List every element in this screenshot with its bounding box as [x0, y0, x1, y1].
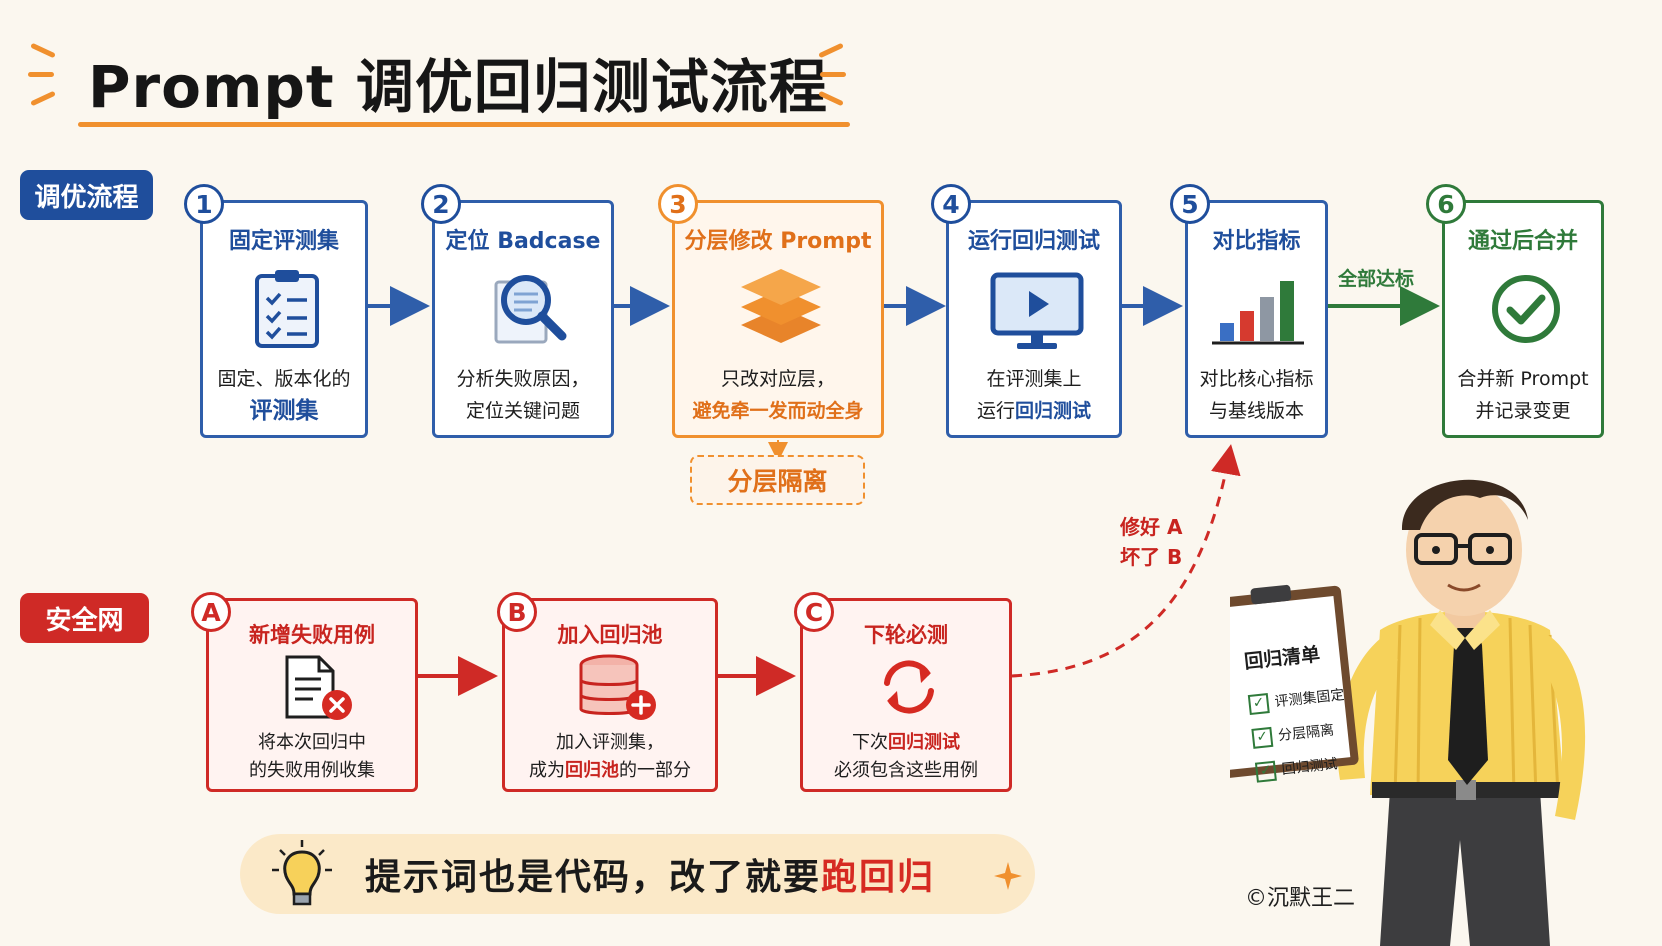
copyright-credit: ©沉默王二 — [1245, 886, 1356, 911]
lightbulb-icon — [272, 840, 332, 906]
step-desc-highlight: 评测集 — [249, 398, 319, 424]
step-card-3: 分层修改 Prompt 只改对应层， 避免牵一发而动全身 — [672, 200, 884, 438]
step-desc-line1: 在评测集上 — [986, 368, 1082, 390]
step-title: 对比指标 — [1212, 229, 1301, 254]
safety-step-title: 新增失败用例 — [249, 623, 375, 647]
step-title: 固定评测集 — [228, 229, 339, 254]
bar-chart-icon — [1212, 281, 1304, 345]
step-number-badge: 2 — [421, 184, 461, 224]
step-card-4: 运行回归测试 在评测集上 运行回归测试 — [946, 200, 1122, 438]
step-title: 通过后合并 — [1467, 229, 1578, 254]
step-title: 运行回归测试 — [967, 229, 1100, 254]
pass-label: 全部达标 — [1338, 268, 1415, 290]
layers-icon — [741, 269, 821, 343]
layer-isolation-box: 分层隔离 — [690, 455, 865, 505]
step-desc-highlight: 回归测试 — [1015, 400, 1092, 422]
step-number-badge: 1 — [184, 184, 224, 224]
safety-desc-post: 的一部分 — [619, 760, 691, 781]
developer-character-illustration — [1230, 479, 1586, 946]
safety-desc-line2: 的失败用例收集 — [249, 760, 375, 781]
database-add-icon — [579, 654, 656, 720]
step-desc-line1: 合并新 Prompt — [1457, 368, 1589, 390]
safety-card-b: 加入回归池 加入评测集， 成为回归池的一部分 — [502, 598, 718, 792]
fix-a-break-b-note: 修好 A 坏了 B — [1120, 512, 1182, 572]
tip-banner — [240, 834, 1035, 914]
step-desc-line1: 分析失败原因， — [456, 368, 590, 390]
monitor-play-icon — [990, 272, 1084, 349]
regression-checklist: 回归清单 ✓评测集固定 ✓分层隔离 ✓回归测试 — [1243, 637, 1353, 789]
safety-desc-highlight: 回归测试 — [888, 732, 960, 753]
safety-desc-pre: 成为 — [529, 760, 565, 781]
step-number-badge: 6 — [1426, 184, 1466, 224]
step-card-6: 通过后合并 合并新 Prompt 并记录变更 — [1442, 200, 1604, 438]
step-desc: 固定、版本化的 — [217, 368, 351, 390]
step-desc-line2: 并记录变更 — [1475, 400, 1571, 422]
magnifier-document-icon — [494, 275, 567, 344]
fix-note-line1: 修好 A — [1120, 515, 1183, 539]
safety-step-badge: C — [794, 592, 834, 632]
check-circle-icon — [1492, 275, 1560, 343]
step-desc-line1: 对比核心指标 — [1199, 368, 1314, 390]
check-box-icon: ✓ — [1247, 693, 1270, 716]
document-error-icon — [285, 655, 352, 720]
safety-step-badge: B — [497, 592, 537, 632]
step-desc-line2: 与基线版本 — [1208, 400, 1304, 422]
page-title: Prompt 调优回归测试流程 — [88, 53, 828, 121]
tip-text: 提示词也是代码，改了就要跑回归 — [365, 848, 935, 900]
check-box-icon: ✓ — [1251, 726, 1274, 749]
safety-desc-highlight: 回归池 — [565, 760, 619, 781]
title-underline — [78, 122, 850, 127]
step-desc-line2: 定位关键问题 — [465, 400, 580, 422]
safety-desc-pre: 下次 — [852, 732, 888, 753]
step-number-badge: 4 — [931, 184, 971, 224]
safety-net-section-label: 安全网 — [20, 593, 149, 643]
safety-card-a: 新增失败用例 将本次回归中 的失败用例收集 — [206, 598, 418, 792]
step-title: 分层修改 Prompt — [684, 229, 872, 254]
step-number-badge: 3 — [658, 184, 698, 224]
safety-step-title: 下轮必测 — [864, 623, 948, 647]
safety-desc-line2: 必须包含这些用例 — [834, 760, 978, 781]
sparkle-icon — [994, 862, 1022, 890]
fix-note-line2: 坏了 B — [1120, 545, 1183, 569]
step-number-badge: 5 — [1170, 184, 1210, 224]
check-box-icon: ✓ — [1254, 760, 1277, 783]
tip-text-main: 提示词也是代码，改了就要 — [365, 857, 822, 898]
step-card-1: 固定评测集 固定、版本化的 评测集 — [200, 200, 368, 438]
step-desc-line1: 只改对应层， — [720, 368, 835, 390]
step-card-5: 对比指标 对比核心指标 与基线版本 — [1185, 200, 1328, 438]
refresh-cycle-icon — [884, 660, 934, 714]
safety-desc-line1: 加入评测集， — [556, 732, 664, 753]
step-desc-highlight: 避免牵一发而动全身 — [692, 400, 864, 422]
clipboard-checklist-icon — [255, 270, 319, 348]
tip-text-highlight: 跑回归 — [821, 857, 936, 898]
safety-step-badge: A — [191, 592, 231, 632]
step-card-2: 定位 Badcase 分析失败原因， 定位关键问题 — [432, 200, 614, 438]
safety-step-title: 加入回归池 — [557, 623, 663, 647]
arrow-c-to-step5 — [1011, 444, 1241, 678]
safety-desc-line1: 将本次回归中 — [258, 732, 366, 753]
step-desc-pre: 运行 — [976, 400, 1015, 422]
flow-section-label: 调优流程 — [20, 170, 153, 220]
step-title: 定位 Badcase — [445, 229, 601, 254]
safety-card-c: 下轮必测 下次回归测试 必须包含这些用例 — [800, 598, 1012, 792]
